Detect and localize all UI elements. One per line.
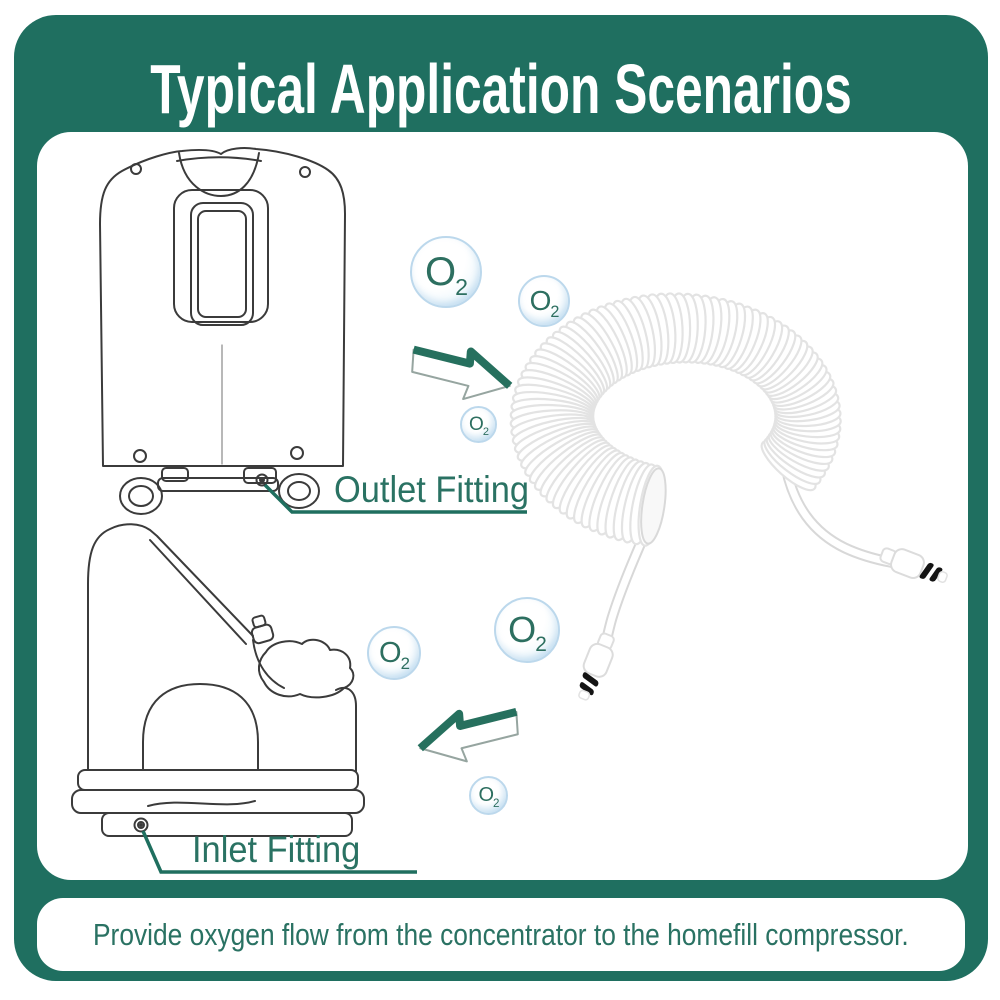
o2-bubble: O2 (367, 626, 421, 680)
o2-bubble: O2 (410, 236, 482, 308)
o2-text: O2 (424, 249, 468, 300)
o2-text: O2 (469, 413, 489, 438)
tube-connector-left (578, 632, 615, 701)
o2-bubble: O2 (469, 776, 508, 815)
outlet-fitting-label: Outlet Fitting (334, 469, 530, 510)
inlet-fitting-label: Inlet Fitting (192, 829, 361, 870)
outlet-pointer-line (263, 483, 527, 514)
header: Typical Application Scenarios (14, 50, 988, 128)
flow-arrow-right-icon (411, 345, 513, 401)
footer-caption: Provide oxygen flow from the concentrato… (93, 916, 909, 952)
tube-connector-right (879, 547, 948, 583)
page-title: Typical Application Scenarios (150, 50, 852, 128)
o2-text: O2 (379, 636, 410, 674)
o2-text: O2 (478, 784, 499, 810)
o2-text: O2 (529, 285, 560, 322)
coiled-tubing-illustration (509, 292, 948, 701)
concentrator-illustration (99, 147, 346, 515)
inlet-pointer-line (141, 830, 417, 874)
compressor-illustration (71, 523, 365, 837)
flow-arrow-left-icon (417, 708, 519, 763)
o2-bubble: O2 (518, 275, 570, 327)
footer-banner: Provide oxygen flow from the concentrato… (37, 898, 965, 971)
o2-bubble: O2 (494, 597, 560, 663)
o2-text: O2 (508, 609, 547, 657)
o2-bubble: O2 (460, 406, 497, 443)
content-panel (37, 132, 968, 880)
